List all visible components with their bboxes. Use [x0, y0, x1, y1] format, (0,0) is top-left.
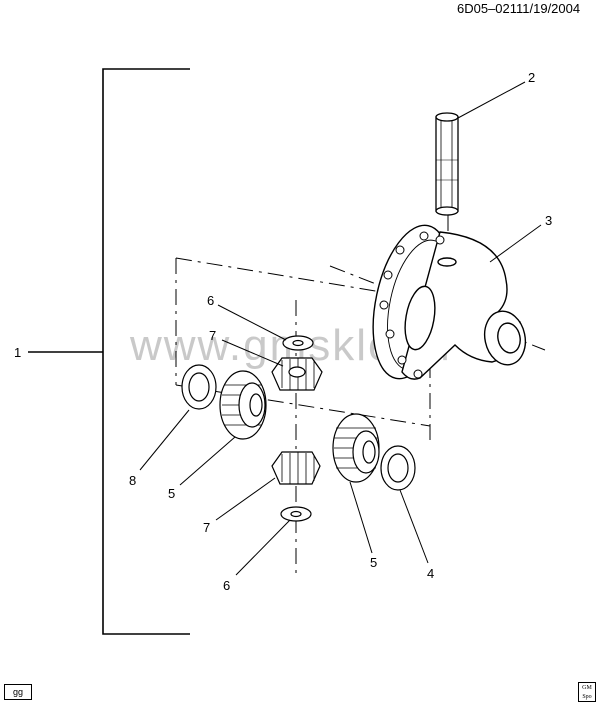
- callout-3: 3: [545, 213, 552, 228]
- callout-4: 4: [427, 566, 434, 581]
- callout-5-left: 5: [168, 486, 175, 501]
- diagram-date: 11/19/2004: [516, 1, 580, 16]
- cross-shaft-pin: [435, 112, 459, 216]
- pinion-gear-lower: [271, 451, 321, 485]
- callout-2: 2: [528, 70, 535, 85]
- assembly-bracket: [28, 68, 190, 635]
- thrust-washer-upper: [282, 335, 314, 351]
- differential-case: [372, 224, 527, 380]
- diagram-code: 6D05–021: [457, 1, 517, 16]
- callout-1: 1: [14, 345, 21, 360]
- thrust-washer-left: [181, 364, 217, 410]
- callout-8: 8: [129, 473, 136, 488]
- callout-7-upper: 7: [209, 328, 216, 343]
- footer-code: gg: [4, 684, 32, 700]
- side-gear-left: [219, 370, 267, 440]
- side-gear-right: [332, 413, 380, 483]
- callout-6-lower: 6: [223, 578, 230, 593]
- gm-spo-logo: GM Spo: [578, 682, 596, 702]
- callout-7-lower: 7: [203, 520, 210, 535]
- callout-labels: 1 2 3 6 7 8 5 7 6 5 4: [14, 70, 552, 593]
- callout-5-right: 5: [370, 555, 377, 570]
- pinion-gear-upper: [271, 357, 323, 391]
- thrust-washer-right: [380, 445, 416, 491]
- thrust-washer-lower: [280, 506, 312, 522]
- leader-lines: [139, 81, 542, 576]
- callout-6-upper: 6: [207, 293, 214, 308]
